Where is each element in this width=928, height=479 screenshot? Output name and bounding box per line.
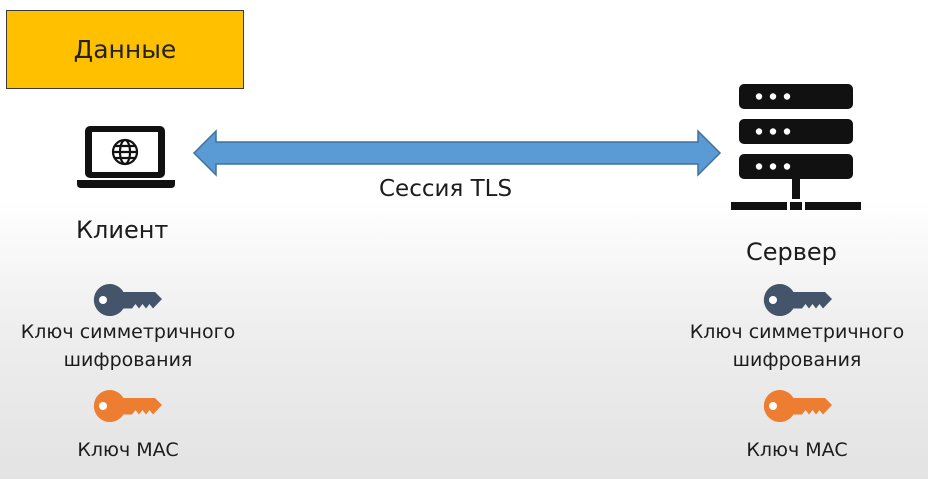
client-mac-key-label: Ключ MAC bbox=[77, 439, 179, 461]
client-symmetric-key-label: Ключ симметричного шифрования bbox=[8, 318, 248, 374]
data-box-label: Данные bbox=[73, 35, 177, 64]
server-symmetric-key-label: Ключ симметричного шифрования bbox=[677, 318, 917, 374]
data-box: Данные bbox=[6, 10, 244, 89]
mac-key-icon bbox=[763, 389, 832, 422]
tls-session-label: Сессия TLS bbox=[379, 176, 513, 202]
client-label: Клиент bbox=[76, 216, 169, 244]
server-rack-icon bbox=[731, 84, 861, 210]
globe-icon bbox=[111, 138, 139, 166]
mac-key-icon bbox=[93, 389, 162, 422]
symmetric-key-icon bbox=[93, 283, 162, 316]
symmetric-key-icon bbox=[763, 283, 832, 316]
client-symmetric-key-line2: шифрования bbox=[63, 349, 193, 371]
server-symmetric-key-line2: шифрования bbox=[732, 349, 862, 371]
tls-session-arrow bbox=[192, 129, 722, 177]
server-symmetric-key-line1: Ключ симметричного bbox=[689, 321, 905, 343]
server-mac-key-label: Ключ MAC bbox=[746, 439, 848, 461]
client-symmetric-key-line1: Ключ симметричного bbox=[20, 321, 236, 343]
server-label: Сервер bbox=[746, 238, 837, 266]
laptop-globe-icon bbox=[77, 126, 175, 188]
